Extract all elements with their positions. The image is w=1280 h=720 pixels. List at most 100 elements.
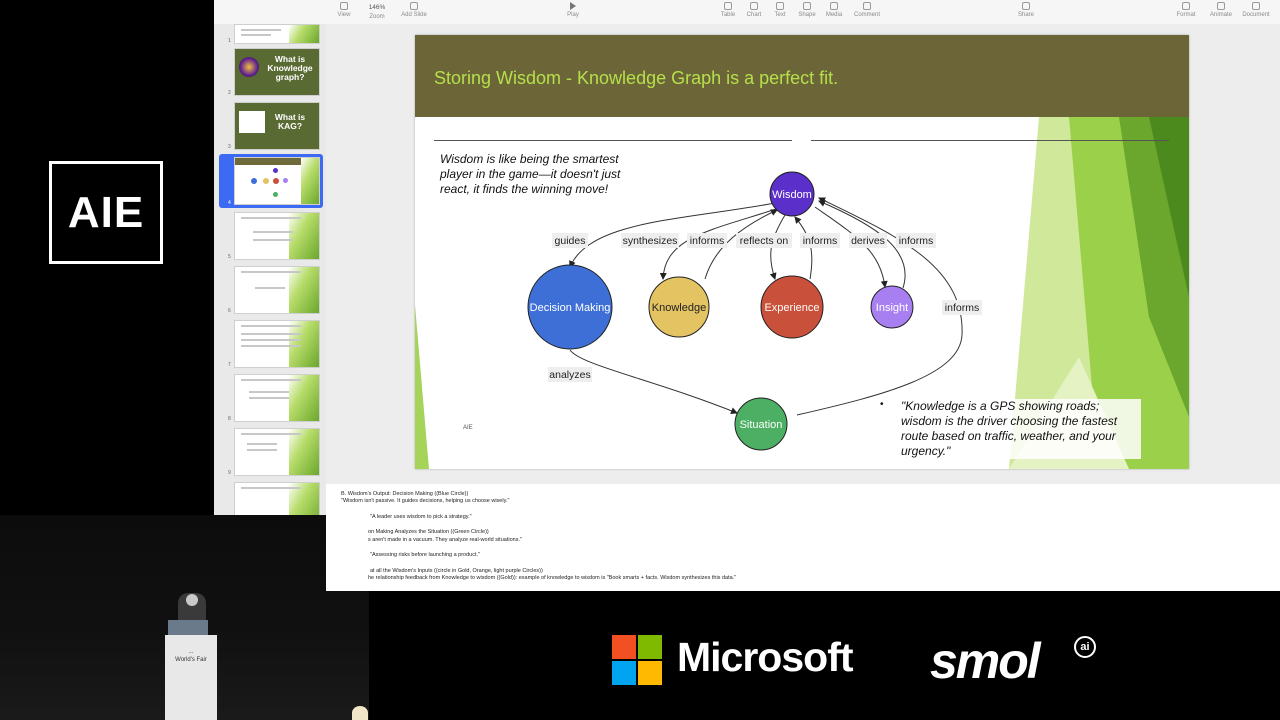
note-line: on Making Analyzes the Situation ((Green…	[368, 529, 489, 535]
slide-thumbnail-9[interactable]	[234, 428, 320, 476]
slide-thumbnail-2[interactable]: What is Knowledge graph?	[234, 48, 320, 96]
label-situation: Situation	[740, 419, 783, 431]
slide-thumbnail-10[interactable]	[234, 482, 320, 515]
edge-label-analyzes: analyzes	[549, 369, 590, 381]
slide-number: 6	[228, 308, 231, 314]
share-button[interactable]: Share	[1003, 1, 1049, 18]
edge-label-informs: informs	[899, 235, 933, 247]
slide-number: 9	[228, 470, 231, 476]
slide-number: 8	[228, 416, 231, 422]
media-icon	[830, 2, 838, 10]
aie-logo: AIE	[49, 161, 163, 264]
chart-icon	[750, 2, 758, 10]
edge-label-reflects-on: reflects on	[740, 235, 789, 247]
text-button[interactable]: Text	[757, 1, 803, 18]
note-line: s aren't made in a vacuum. They analyze …	[368, 537, 522, 543]
edge-guides	[569, 202, 776, 268]
gps-quote: "Knowledge is a GPS showing roads; wisdo…	[901, 399, 1141, 459]
slide-thumbnail-4[interactable]	[234, 157, 320, 205]
podium-label-small: ...	[188, 649, 194, 655]
add-slide-button[interactable]: Add Slide	[391, 1, 437, 18]
stage-light	[352, 706, 368, 720]
document-icon	[1252, 2, 1260, 10]
table-icon	[724, 2, 732, 10]
label-experience: Experience	[764, 302, 819, 314]
podium	[165, 635, 217, 720]
node-situation[interactable]	[734, 397, 788, 451]
share-icon	[1022, 2, 1030, 10]
label-decision-making: Decision Making	[530, 302, 611, 314]
edge-analyzes	[569, 349, 738, 415]
edge-knowledge-informs	[704, 209, 778, 280]
note-line: "A leader uses wisdom to pick a strategy…	[370, 514, 472, 520]
chart-button[interactable]: Chart	[731, 1, 777, 18]
toolbar: View 146%Zoom Add Slide Play Table Chart…	[214, 0, 1280, 25]
edge-label-informs: informs	[803, 235, 837, 247]
knowledge-graph: Wisdom Decision Making Knowledge Experie…	[527, 171, 982, 451]
zoom-value: 146%	[368, 4, 386, 11]
view-icon	[340, 2, 348, 10]
presenter-notes[interactable]: B. Wisdom's Output: Decision Making ((Bl…	[326, 484, 1280, 591]
node-knowledge[interactable]	[648, 276, 710, 338]
slide-header	[415, 35, 1189, 117]
edge-label-informs: informs	[690, 235, 724, 247]
note-line: "Wisdom isn't passive. It guides decisio…	[341, 498, 510, 504]
slide-title: Storing Wisdom - Knowledge Graph is a pe…	[434, 68, 839, 88]
slide-thumbnail-5[interactable]	[234, 212, 320, 260]
animate-icon	[1217, 2, 1225, 10]
play-button[interactable]: Play	[550, 1, 596, 18]
edge-label-guides: guides	[555, 235, 586, 247]
note-line: B. Wisdom's Output: Decision Making ((Bl…	[341, 491, 469, 497]
slide-footer-logo: AIE	[463, 425, 473, 431]
slide-thumbnail-title: What is KAG?	[274, 112, 306, 131]
label-insight: Insight	[876, 302, 908, 314]
slide-thumbnail-8[interactable]	[234, 374, 320, 422]
kag-diagram-image	[239, 111, 265, 133]
smol-wordmark: smol	[930, 633, 1041, 689]
animate-button[interactable]: Animate	[1198, 1, 1244, 18]
speaker-head	[186, 594, 198, 606]
slide-thumbnail-title: What is Knowledge graph?	[267, 54, 313, 82]
slide-thumbnail-6[interactable]	[234, 266, 320, 314]
note-line: "Assessing risks before launching a prod…	[370, 552, 480, 558]
slide-number: 5	[228, 254, 231, 260]
divider-right	[811, 140, 1169, 141]
note-line: he relationship feedback from Knowledge …	[368, 575, 737, 581]
format-button[interactable]: Format	[1163, 1, 1209, 18]
green-corner-decoration	[415, 305, 429, 469]
text-icon	[776, 2, 784, 10]
knowledge-graph-image	[239, 57, 259, 77]
document-button[interactable]: Document	[1233, 1, 1279, 18]
slide-thumbnail-7[interactable]	[234, 320, 320, 368]
node-experience[interactable]	[760, 275, 824, 339]
comment-button[interactable]: Comment	[844, 1, 890, 18]
node-insight[interactable]	[870, 285, 914, 329]
current-slide[interactable]: Storing Wisdom - Knowledge Graph is a pe…	[415, 35, 1189, 469]
node-wisdom[interactable]	[769, 171, 815, 217]
view-button[interactable]: View	[321, 1, 367, 18]
edge-label-synthesizes: synthesizes	[623, 235, 678, 247]
slide-number: 7	[228, 362, 231, 368]
play-icon	[570, 2, 576, 10]
table-button[interactable]: Table	[705, 1, 751, 18]
zoom-button[interactable]: 146%Zoom	[354, 1, 400, 20]
microsoft-logo-icon	[612, 635, 662, 685]
divider-left	[434, 140, 792, 141]
podium-label-main: World's Fair	[175, 657, 207, 663]
slide-thumbnail-1[interactable]	[234, 24, 320, 44]
smol-ai-badge: ai	[1074, 636, 1096, 658]
edge-label-informs: informs	[945, 302, 979, 314]
wisdom-quote: Wisdom is like being the smartest player…	[440, 152, 621, 196]
slide-number: 1	[228, 38, 231, 44]
node-decision-making[interactable]	[527, 264, 613, 350]
media-button[interactable]: Media	[811, 1, 857, 18]
add-slide-icon	[410, 2, 418, 10]
slide-number: 4	[228, 200, 231, 206]
shape-button[interactable]: Shape	[784, 1, 830, 18]
slide-navigator: 1 What is Knowledge graph? 2 What is KAG…	[214, 24, 326, 515]
format-icon	[1182, 2, 1190, 10]
shape-icon	[803, 2, 811, 10]
slide-thumbnail-3[interactable]: What is KAG?	[234, 102, 320, 150]
note-line: at all the Wisdom's Inputs ((circle in G…	[370, 568, 543, 574]
podium-label: ... World's Fair	[163, 648, 219, 664]
